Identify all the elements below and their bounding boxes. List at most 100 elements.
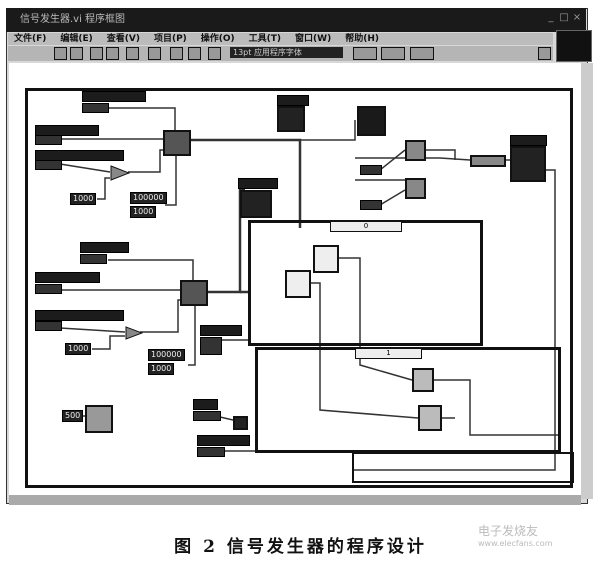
case-selector-1[interactable]: 0 [330, 221, 402, 232]
wire [92, 335, 125, 350]
multiply-icon[interactable] [110, 165, 130, 181]
selector-control[interactable] [200, 337, 222, 355]
amplitude-control[interactable] [35, 135, 62, 145]
waveform-type-control[interactable] [82, 103, 109, 113]
menu-window[interactable]: 窗口(W) [295, 34, 332, 44]
frequency-control[interactable] [35, 160, 62, 170]
title-bar: 信号发生器.vi 程序框图 [6, 8, 586, 32]
constant-1000[interactable]: 1000 [65, 343, 92, 355]
font-dropdown[interactable]: 13pt 应用程序字体 [230, 47, 343, 58]
menu-help[interactable]: 帮助(H) [345, 34, 379, 44]
samples-constant-2[interactable]: 1000 [148, 363, 175, 375]
waveform-type-control-2[interactable] [80, 254, 107, 264]
samples-constant[interactable]: 1000 [130, 206, 157, 218]
run-button[interactable] [54, 47, 67, 60]
express-vi-node[interactable] [313, 245, 339, 273]
abort-button[interactable] [90, 47, 103, 60]
step-out-button[interactable] [208, 47, 221, 60]
wire [140, 299, 180, 333]
amplitude-label-2 [35, 272, 100, 283]
menu-tools[interactable]: 工具(T) [248, 34, 282, 44]
wire [97, 177, 110, 200]
wire [128, 149, 163, 173]
wire [425, 149, 456, 160]
reorder-button[interactable] [410, 47, 434, 60]
waveform-generator-node[interactable] [163, 130, 191, 156]
graph-node[interactable] [418, 405, 442, 431]
menu-file[interactable]: 文件(F) [14, 34, 47, 44]
help-button[interactable] [538, 47, 551, 60]
wire [355, 157, 471, 161]
wire [298, 120, 356, 141]
minimize-button[interactable]: _ [548, 12, 554, 23]
wire [379, 189, 406, 206]
step-into-button[interactable] [170, 47, 183, 60]
amplitude-label [35, 125, 99, 136]
vertical-scrollbar[interactable] [581, 63, 593, 499]
constant[interactable] [360, 165, 382, 175]
multiply-icon[interactable] [125, 326, 143, 340]
waveform-select-control[interactable] [197, 447, 225, 457]
selector-label [200, 325, 242, 336]
stop-terminal [233, 416, 248, 430]
graph-node[interactable] [412, 368, 434, 392]
graph-indicator-2[interactable] [240, 190, 272, 218]
wire [165, 155, 177, 206]
menu-bar: 文件(F) 编辑(E) 查看(V) 项目(P) 操作(O) 工具(T) 窗口(W) 帮助(H) [8, 33, 553, 45]
watermark-url: www.elecfans.com [478, 539, 553, 548]
menu-operate[interactable]: 操作(O) [200, 34, 235, 44]
case-structure-1[interactable] [248, 220, 483, 346]
output-indicator[interactable] [510, 146, 546, 182]
output-label [510, 135, 547, 146]
structure-frame [352, 452, 574, 483]
stop-label [193, 399, 218, 410]
frequency-label [35, 150, 124, 161]
align-button[interactable] [353, 47, 377, 60]
frequency-control-2[interactable] [35, 321, 62, 331]
wire [219, 416, 234, 421]
waveform-indicator[interactable] [277, 106, 305, 132]
wire [432, 379, 560, 436]
graph-label [238, 178, 278, 189]
waveform-type-label [82, 91, 146, 102]
close-button[interactable]: × [572, 12, 582, 23]
waveform-generator-node-2[interactable] [180, 280, 208, 306]
distribute-button[interactable] [381, 47, 405, 60]
merge-node[interactable] [470, 155, 506, 167]
horizontal-scrollbar[interactable] [9, 495, 581, 505]
watermark-name: 电子发烧友 [478, 524, 539, 538]
waveform-type-label-2 [80, 242, 129, 253]
wire [190, 138, 302, 228]
case-selector-2[interactable]: 1 [355, 348, 422, 359]
signal-node[interactable] [405, 178, 426, 199]
indicator-label [277, 95, 309, 106]
constant[interactable] [360, 200, 382, 210]
pause-button[interactable] [106, 47, 119, 60]
menu-project[interactable]: 项目(P) [153, 34, 187, 44]
retain-wire-values-button[interactable] [148, 47, 161, 60]
maximize-button[interactable]: □ [559, 12, 569, 23]
menu-edit[interactable]: 编辑(E) [60, 34, 93, 44]
wire [188, 305, 196, 366]
case-structure-2[interactable] [255, 347, 561, 453]
highlight-execution-button[interactable] [126, 47, 139, 60]
graph-indicator[interactable] [357, 106, 386, 136]
sample-rate-constant[interactable]: 100000 [130, 192, 167, 204]
menu-view[interactable]: 查看(V) [106, 34, 140, 44]
sample-rate-constant-2[interactable]: 100000 [148, 349, 185, 361]
wire [352, 169, 556, 471]
constant-1000[interactable]: 1000 [70, 193, 97, 205]
waveform-select-label [197, 435, 250, 446]
step-over-button[interactable] [188, 47, 201, 60]
window-title: 信号发生器.vi 程序框图 [20, 14, 126, 25]
wait-constant[interactable]: 500 [62, 410, 84, 422]
stop-button[interactable] [193, 411, 221, 421]
signal-node[interactable] [405, 140, 426, 161]
run-continuously-button[interactable] [70, 47, 83, 60]
wait-ms-icon[interactable] [85, 405, 113, 433]
express-vi-node[interactable] [285, 270, 311, 298]
amplitude-control-2[interactable] [35, 284, 62, 294]
wire [59, 327, 126, 333]
